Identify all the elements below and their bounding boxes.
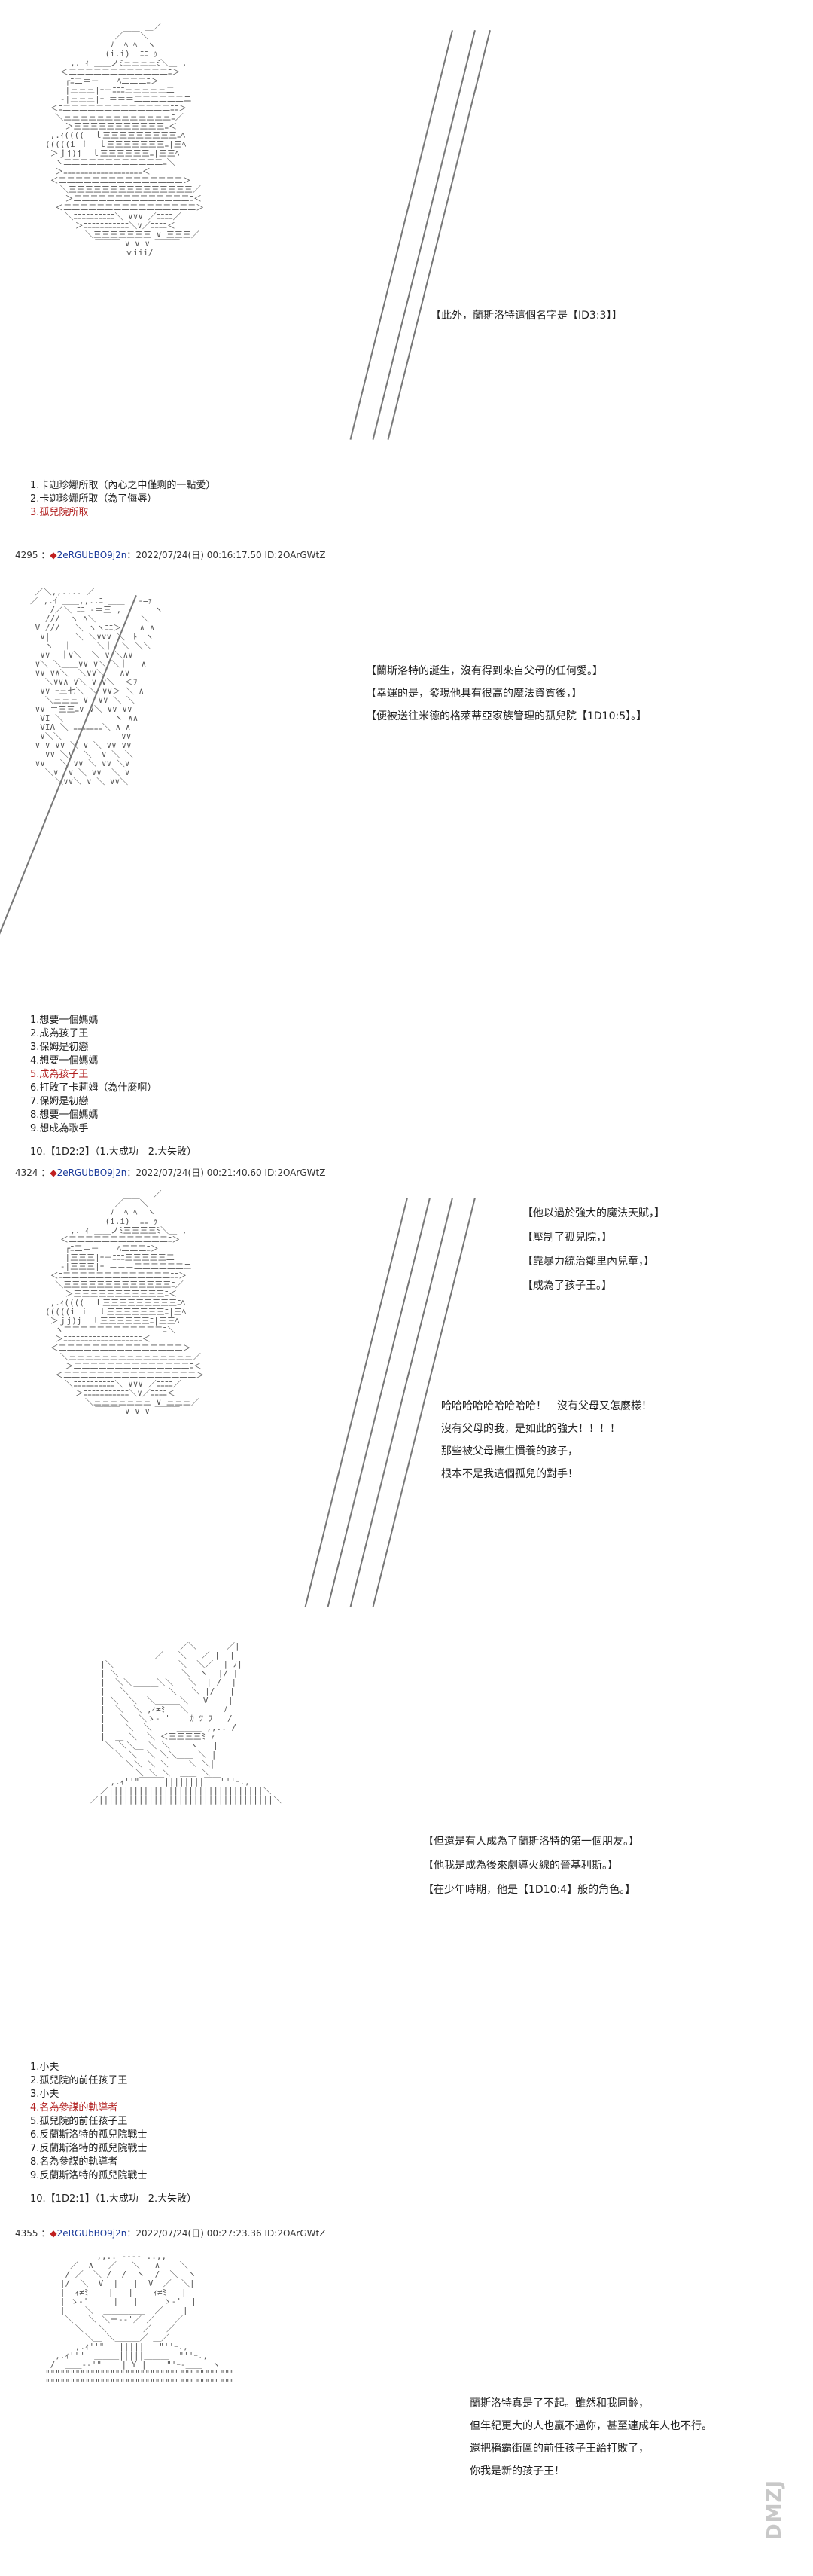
caption-line: 【在少年時期，他是【1D10:4】般的角色。】 <box>423 1884 636 1896</box>
narration-box: 【此外，蘭斯洛特這個名字是【ID3:3】】 <box>431 307 622 324</box>
slash-line-2 <box>372 30 476 440</box>
choice-list: 1.卡迦珍娜所取（內心之中僅剩的一點愛） 2.卡迦珍娜所取（為了侮辱） 3.孤兒… <box>30 479 215 520</box>
choice-item: 7.保姆是初戀 <box>30 1096 89 1107</box>
caption-line: 【他我是成為後來劇導火線的晉基利斯。】 <box>423 1860 618 1872</box>
post-meta: ：2022/07/24(日) 00:16:17.50 ID:2OArGWtZ <box>126 550 326 560</box>
caption-line: 【便被送往米德的格萊蒂亞家族管理的孤兒院【1D10:5】。】 <box>366 710 647 722</box>
trip-diamond-icon: ◆ <box>50 550 57 560</box>
caption-line: 【蘭斯洛特的誕生，沒有得到來自父母的任何愛。】 <box>366 665 603 677</box>
dialogue-box: 蘭斯洛特真是了不起。雖然和我同齡， 但年紀更大的人也贏不過你，甚至連成年人也不行… <box>470 2395 712 2480</box>
slash-line-3 <box>387 30 491 440</box>
caption-line: 【幸運的是，發現他具有很高的魔法資質後，】 <box>366 688 582 700</box>
choice-item: 9.反蘭斯洛特的孤兒院戰士 <box>30 2170 148 2181</box>
dialogue-line: 那些被父母撫生慣養的孩子， <box>441 1445 578 1457</box>
dialogue-line: 沒有父母的我，是如此的強大！！！！ <box>441 1423 620 1435</box>
post-meta: ：2022/07/24(日) 00:27:23.36 ID:2OArGWtZ <box>126 2228 326 2239</box>
dice-roll-line: 10.【1D2:1】（1.大成功 2.大失敗） <box>30 2193 197 2205</box>
choice-item: 2.卡迦珍娜所取（為了侮辱） <box>30 493 157 505</box>
post-number: 4355 <box>15 2228 38 2239</box>
choice-item: 1.想要一個媽媽 <box>30 1015 99 1026</box>
choice-item: 8.名為參謀的軌導者 <box>30 2156 118 2168</box>
dialogue-line: 哈哈哈哈哈哈哈哈哈！ 沒有父母又怎麼樣！ <box>441 1400 652 1412</box>
caption-line: 【壓制了孤兒院，】 <box>522 1232 612 1244</box>
choice-item: 2.成為孩子王 <box>30 1028 89 1039</box>
ascii-art-figure-portrait: ／＼,,.... ／ ／ ,.ｲ ＿＿,,..ﾆ ＿＿ -=ｧ /／＼ ﾆﾆ ‐… <box>30 588 163 786</box>
dialogue-box: 哈哈哈哈哈哈哈哈哈！ 沒有父母又怎麼樣！ 沒有父母的我，是如此的強大！！！！ 那… <box>441 1398 652 1482</box>
post-header: 4355 ：◆2eRGUbBO9j2n：2022/07/24(日) 00:27:… <box>15 2228 326 2239</box>
ascii-art-figure-smiling: ＿＿,,.. -‐‐- ..,,＿＿ ／ ∧ ／ ＼ ∧ ＼ / ／ ＼ / /… <box>45 2252 235 2388</box>
choice-item: 1.卡迦珍娜所取（內心之中僅剩的一點愛） <box>30 480 216 491</box>
post-meta: ：2022/07/24(日) 00:21:40.60 ID:2OArGWtZ <box>126 1167 326 1178</box>
narration-box: 【蘭斯洛特的誕生，沒有得到來自父母的任何愛。】 【幸運的是，發現他具有很高的魔法… <box>366 663 647 725</box>
post-number: 4295 <box>15 550 38 560</box>
trip-code[interactable]: 2eRGUbBO9j2n <box>56 2228 127 2239</box>
trip-diamond-icon: ◆ <box>50 1167 57 1178</box>
choice-item: 4.想要一個媽媽 <box>30 1055 99 1067</box>
trip-diamond-icon: ◆ <box>50 2228 57 2239</box>
choice-list: 1.小夫 2.孤兒院的前任孩子王 3.小夫 4.名為參謀的軌導者 5.孤兒院的前… <box>30 2061 147 2183</box>
narration-box: 【但還是有人成為了蘭斯洛特的第一個朋友。】 【他我是成為後來劇導火線的晉基利斯。… <box>423 1833 639 1898</box>
ascii-art-figure-armored: ＿／ ／￣￣＼ ﾉ ﾍ ﾍ ヽ (i.i) ﾆﾆ ｩ ,. ｨ ＿＿ノﾐ三三三三… <box>45 1190 205 1416</box>
choice-item: 7.反蘭斯洛特的孤兒院戰士 <box>30 2143 148 2154</box>
site-watermark: DMZJ <box>759 2475 802 2565</box>
choice-item: 1.小夫 <box>30 2062 59 2073</box>
caption-line: 【但還是有人成為了蘭斯洛特的第一個朋友。】 <box>423 1836 639 1848</box>
choice-item: 9.想成為歌手 <box>30 1123 89 1134</box>
caption-line: 【他以過於強大的魔法天賦，】 <box>522 1207 665 1219</box>
choice-item: 3.小夫 <box>30 2089 59 2100</box>
dice-roll-line: 10.【1D2:2】（1.大成功 2.大失敗） <box>30 1146 197 1158</box>
trip-code[interactable]: 2eRGUbBO9j2n <box>56 1167 127 1178</box>
dialogue-line: 你我是新的孩子王！ <box>470 2465 565 2477</box>
dialogue-line: 還把稱霸街區的前任孩子王給打敗了， <box>470 2443 649 2455</box>
choice-item-selected: 3.孤兒院所取 <box>30 507 89 518</box>
dialogue-line: 但年紀更大的人也贏不過你，甚至連成年人也不行。 <box>470 2420 712 2432</box>
choice-item-selected: 5.成為孩子王 <box>30 1069 89 1080</box>
choice-item: 6.打敗了卡莉姆（為什麼啊） <box>30 1082 157 1094</box>
post-number: 4324 <box>15 1167 38 1178</box>
caption-line: 【此外，蘭斯洛特這個名字是【ID3:3】】 <box>431 310 623 322</box>
choice-item: 6.反蘭斯洛特的孤兒院戰士 <box>30 2129 148 2141</box>
dialogue-line: 蘭斯洛特真是了不起。雖然和我同齡， <box>470 2397 649 2410</box>
choice-item: 3.保姆是初戀 <box>30 1042 89 1053</box>
watermark-logo-icon: DMZJ <box>763 2480 786 2540</box>
choice-item: 2.孤兒院的前任孩子王 <box>30 2075 128 2086</box>
caption-line: 【成為了孩子王。】 <box>522 1280 612 1292</box>
trip-code[interactable]: 2eRGUbBO9j2n <box>56 550 127 560</box>
choice-item-selected: 4.名為參謀的軌導者 <box>30 2102 118 2114</box>
post-header: 4324 ：◆2eRGUbBO9j2n：2022/07/24(日) 00:21:… <box>15 1167 326 1178</box>
narration-box: 【他以過於強大的魔法天賦，】 【壓制了孤兒院，】 【靠暴力統治鄰里內兒童，】 【… <box>522 1205 665 1294</box>
dialogue-line: 根本不是我這個孤兒的對手！ <box>441 1468 578 1480</box>
choice-item: 8.想要一個媽媽 <box>30 1109 99 1121</box>
choice-item: 5.孤兒院的前任孩子王 <box>30 2116 128 2127</box>
ascii-art-figure-armored: ＿／ ／￣￣＼ ﾉ ﾍ ﾍ ヽ (i.i) ﾆﾆ ｩ ,. ｨ ＿＿ノﾐ三三三三… <box>45 23 205 258</box>
caption-line: 【靠暴力統治鄰里內兒童，】 <box>522 1256 654 1268</box>
post-header: 4295 ：◆2eRGUbBO9j2n：2022/07/24(日) 00:16:… <box>15 550 326 560</box>
ascii-art-figure-face: ／＼ ／| ＿＿＿＿＿＿／ ＼ ／ | | |＼ ＼ ＼／ | ﾉ| | ＼ ＿… <box>90 1642 282 1805</box>
choice-list: 1.想要一個媽媽 2.成為孩子王 3.保姆是初戀 4.想要一個媽媽 5.成為孩子… <box>30 1014 157 1136</box>
